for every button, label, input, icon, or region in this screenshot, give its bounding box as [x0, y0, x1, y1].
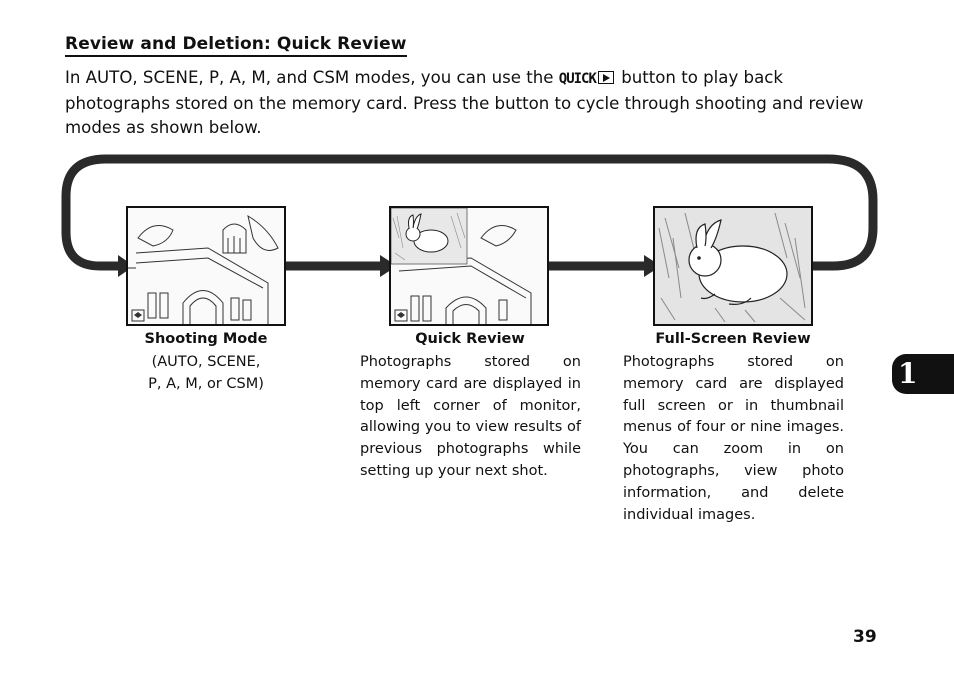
mode-text-quick-review: Photographs stored on memory card are di…: [360, 352, 581, 483]
mode-title-quick-review: Quick Review: [360, 331, 580, 347]
mode-text-shooting: (AUTO, SCENE, P, A, M, or CSM): [126, 352, 286, 396]
quick-review-image: [389, 206, 549, 326]
building-photo-icon: [128, 208, 284, 324]
chapter-tab: 1: [892, 354, 954, 394]
mode-title-full-screen-review: Full-Screen Review: [623, 331, 843, 347]
mode-text-shooting-line-1: (AUTO, SCENE,: [126, 352, 286, 374]
mode-text-shooting-line-2: P, A, M, or CSM): [126, 374, 286, 396]
mode-title-shooting: Shooting Mode: [126, 331, 286, 347]
building-with-rabbit-inset-icon: [391, 208, 547, 324]
shooting-mode-image: [126, 206, 286, 326]
mode-text-full-screen-review: Photographs stored on memory card are di…: [623, 352, 844, 526]
full-screen-review-image: [653, 206, 813, 326]
rabbit-photo-icon: [655, 208, 811, 324]
page-number: 39: [853, 627, 877, 647]
